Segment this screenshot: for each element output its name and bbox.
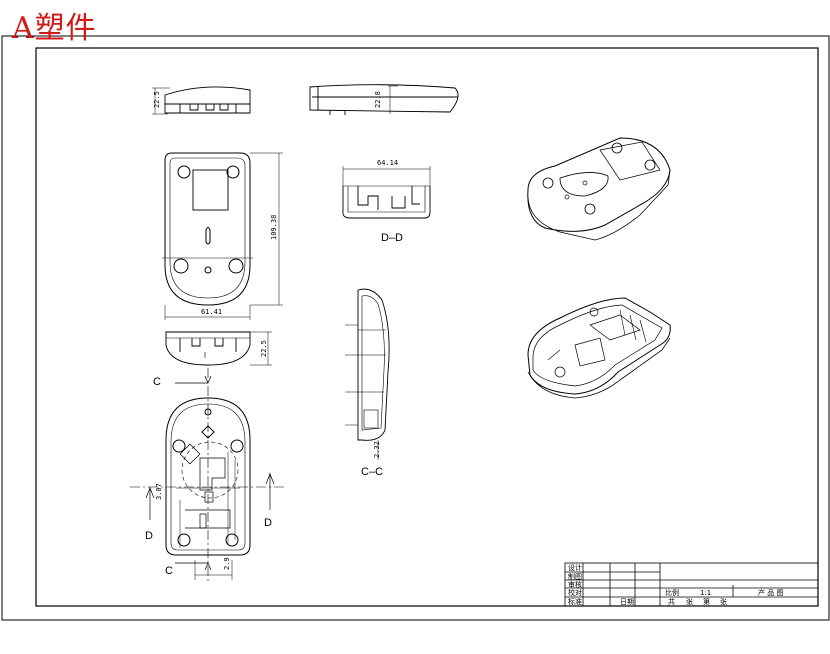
dim-top-right-height: 22.8 (374, 91, 382, 108)
isometric-view-bottom (527, 297, 671, 399)
top-right-view (309, 84, 459, 115)
bottom-elevation-view (165, 331, 272, 366)
drawing-title: A塑件 (12, 11, 97, 46)
section-dd-view (342, 166, 431, 219)
tb-footer-2: 张 (686, 598, 693, 606)
tb-scale-value: 1:1 (700, 589, 712, 597)
dim-plan-length: 109.38 (270, 214, 278, 240)
title-block (564, 562, 819, 607)
dim-bottom-small: 2.9 (223, 557, 231, 570)
inner-border (35, 47, 819, 607)
cut-marker-d-right: D (264, 517, 272, 529)
section-cc-view (345, 288, 390, 460)
tb-row-1: 设计 (568, 564, 582, 572)
section-dd-label: D–D (381, 232, 404, 244)
isometric-view-top (527, 137, 671, 241)
tb-footer-4: 张 (720, 598, 727, 606)
tb-product: 产 品 图 (758, 589, 784, 597)
cut-marker-c-bottom: C (165, 565, 173, 577)
tb-footer-3: 第 (703, 598, 710, 606)
dim-section-small: 2.32 (373, 441, 381, 458)
dim-bottom-height: 22.5 (260, 340, 268, 357)
tb-date-label: 日期 (620, 598, 634, 606)
dim-front-width: 64.14 (377, 159, 399, 167)
tb-row-5: 标准 (568, 598, 582, 606)
cut-marker-c-top: C (153, 376, 161, 388)
tb-row-4: 校对 (568, 589, 582, 597)
tb-row-2: 制图 (568, 573, 582, 581)
outer-border (1, 35, 830, 621)
top-left-view (152, 86, 251, 115)
tb-scale-label: 比例 (665, 589, 679, 597)
tb-footer-1: 共 (668, 598, 675, 606)
sectioned-plan-view (130, 368, 285, 582)
plan-view (162, 152, 283, 320)
cut-marker-d-left: D (145, 530, 153, 542)
tb-row-3: 审核 (568, 581, 582, 589)
dim-left-small: 3.07 (155, 483, 163, 500)
dim-plan-width: 61.41 (201, 308, 223, 316)
dim-top-left-height: 22.5 (153, 91, 161, 108)
section-cc-label: C–C (361, 466, 384, 478)
